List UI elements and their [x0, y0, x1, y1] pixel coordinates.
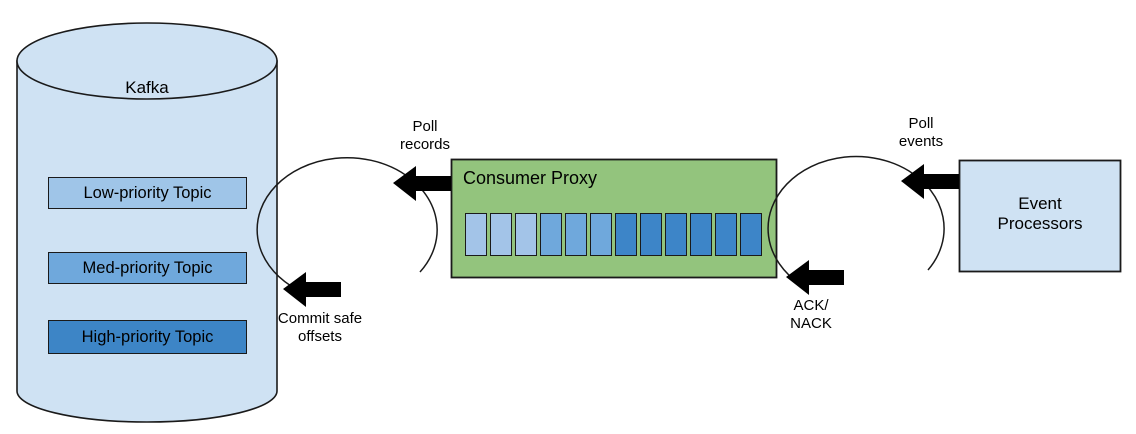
event-processors-label: Event Processors — [997, 194, 1083, 234]
buffer-slot[interactable] — [640, 213, 662, 256]
buffer-slot[interactable] — [615, 213, 637, 256]
topic-low-priority[interactable]: Low-priority Topic — [48, 177, 247, 209]
event-processors-box — [958, 159, 1122, 273]
buffer-slot[interactable] — [715, 213, 737, 256]
proxy-processors-loop — [767, 155, 945, 285]
buffer-slot[interactable] — [740, 213, 762, 256]
topic-med-priority-label: Med-priority Topic — [82, 258, 213, 277]
kafka-title: Kafka — [125, 78, 169, 97]
buffer-slot[interactable] — [590, 213, 612, 256]
buffer-slot[interactable] — [465, 213, 487, 256]
topic-high-priority-label: High-priority Topic — [81, 327, 214, 346]
kafka-proxy-loop — [256, 157, 438, 287]
buffer-slot[interactable] — [565, 213, 587, 256]
topic-med-priority[interactable]: Med-priority Topic — [48, 252, 247, 284]
consumer-proxy-title: Consumer Proxy — [463, 168, 598, 188]
buffer-slot[interactable] — [515, 213, 537, 256]
buffer-slot[interactable] — [540, 213, 562, 256]
ack-nack-arrow — [786, 260, 844, 295]
buffer-slot[interactable] — [690, 213, 712, 256]
poll-records-arrow — [393, 166, 451, 201]
poll-events-arrow — [901, 164, 959, 199]
topic-low-priority-label: Low-priority Topic — [83, 183, 212, 202]
buffer-slot[interactable] — [490, 213, 512, 256]
topic-high-priority[interactable]: High-priority Topic — [48, 320, 247, 354]
commit-offsets-arrow — [283, 272, 341, 307]
buffer-slot[interactable] — [665, 213, 687, 256]
